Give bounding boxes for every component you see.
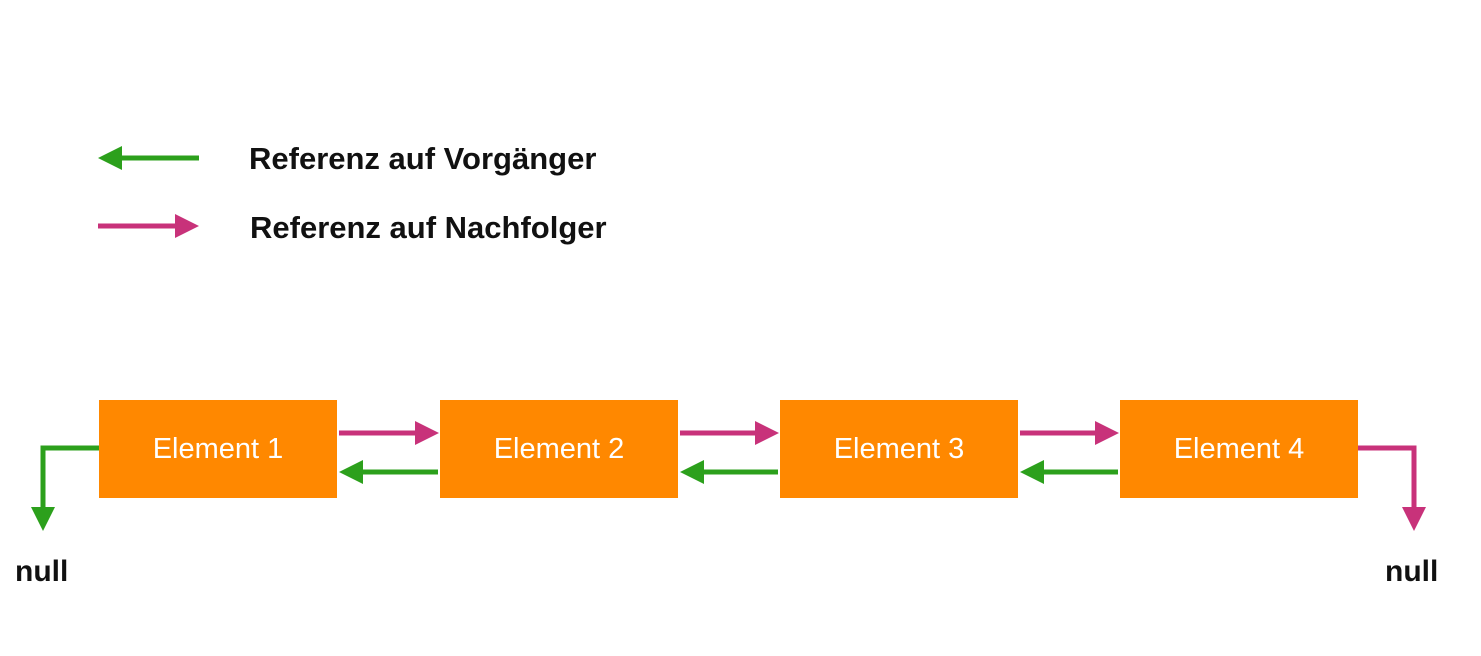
element-4-label: Element 4 <box>1173 432 1305 465</box>
null-right-label: null <box>1385 555 1439 588</box>
legend-predecessor-arrow-icon <box>98 146 199 170</box>
legend-successor-label: Referenz auf Nachfolger <box>250 210 607 245</box>
element-box-3 <box>780 400 1018 498</box>
successor-arrow-to-null <box>1358 445 1426 531</box>
element-1-label: Element 1 <box>152 432 284 465</box>
element-box-4 <box>1120 400 1358 498</box>
element-3-label: Element 3 <box>833 432 965 465</box>
legend-predecessor-label: Referenz auf Vorgänger <box>249 141 597 176</box>
element-2-label: Element 2 <box>493 432 625 465</box>
null-left-label: null <box>15 555 69 588</box>
element-box-1 <box>99 400 337 498</box>
successor-arrow-3-4 <box>1020 421 1119 445</box>
successor-arrow-1-2 <box>339 421 439 445</box>
legend-successor-arrow-icon <box>98 214 199 238</box>
successor-arrow-2-3 <box>680 421 779 445</box>
element-box-2 <box>440 400 678 498</box>
predecessor-arrow-4-3 <box>1020 460 1118 484</box>
predecessor-arrow-to-null <box>31 445 99 531</box>
predecessor-arrow-2-1 <box>339 460 438 484</box>
predecessor-arrow-3-2 <box>680 460 778 484</box>
